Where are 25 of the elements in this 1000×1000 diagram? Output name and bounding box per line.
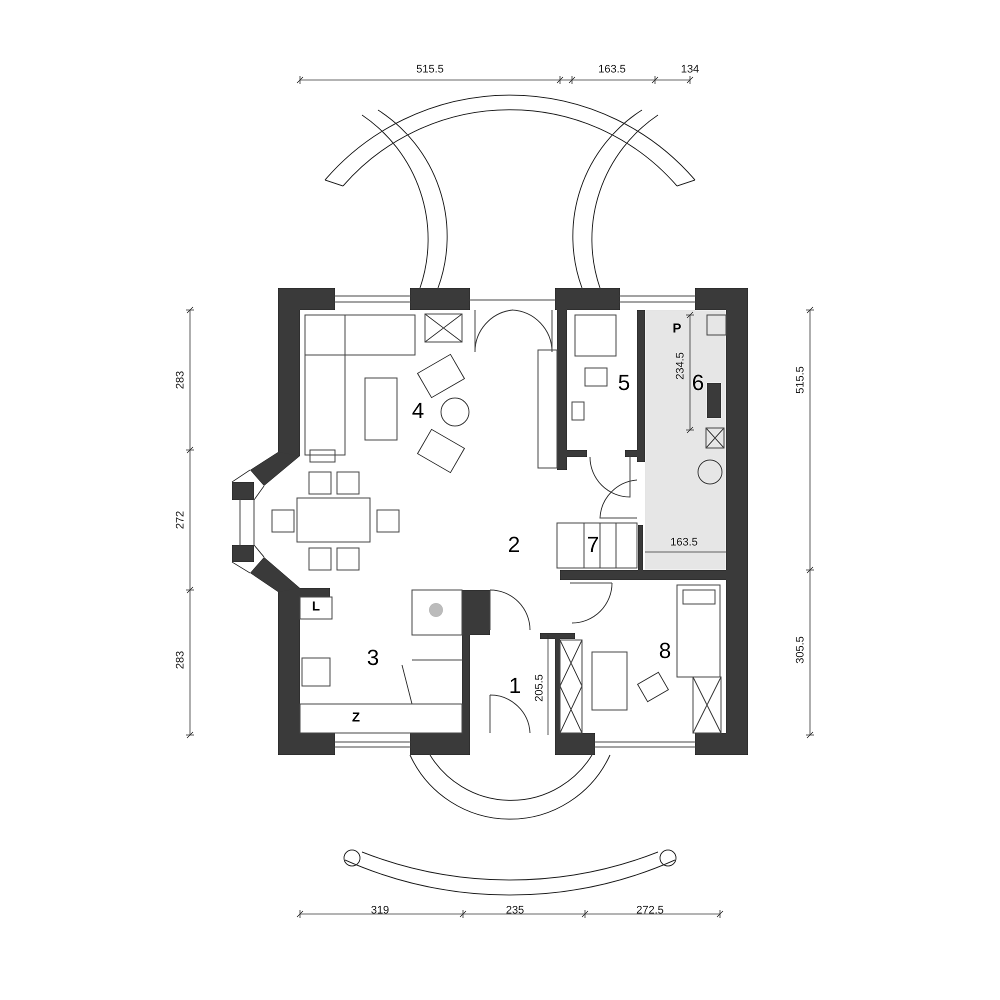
dimension-text: 305.5 [796,636,806,664]
dimension-text: 134 [680,64,700,76]
dimension-text: 272.5 [636,906,664,916]
room-number: 8 [658,640,672,662]
dimension-text: 515.5 [796,366,806,394]
room-number: 6 [692,372,704,394]
dimension-text: 163.5 [598,64,626,76]
room-number: 3 [366,647,380,669]
dimension-text: 235 [506,906,524,916]
dimension-text: 272 [176,510,186,530]
dimension-text: 283 [176,650,186,670]
dimension-text: 283 [176,370,186,390]
fixture-label: Z [352,710,360,724]
dimension-text: 319 [370,906,390,916]
dimension-text: 234.5 [676,352,686,380]
room-number: 2 [508,534,520,556]
dimension-text: 163.5 [670,538,698,548]
dimension-text: 515.5 [416,64,444,76]
room-number: 4 [412,400,424,422]
fixture-label: P [672,322,682,334]
fixture-label: L [312,600,320,612]
dimension-text: 205.5 [534,674,546,702]
room-number: 1 [508,675,522,697]
room-number: 7 [586,534,600,556]
room-number: 5 [618,372,630,394]
